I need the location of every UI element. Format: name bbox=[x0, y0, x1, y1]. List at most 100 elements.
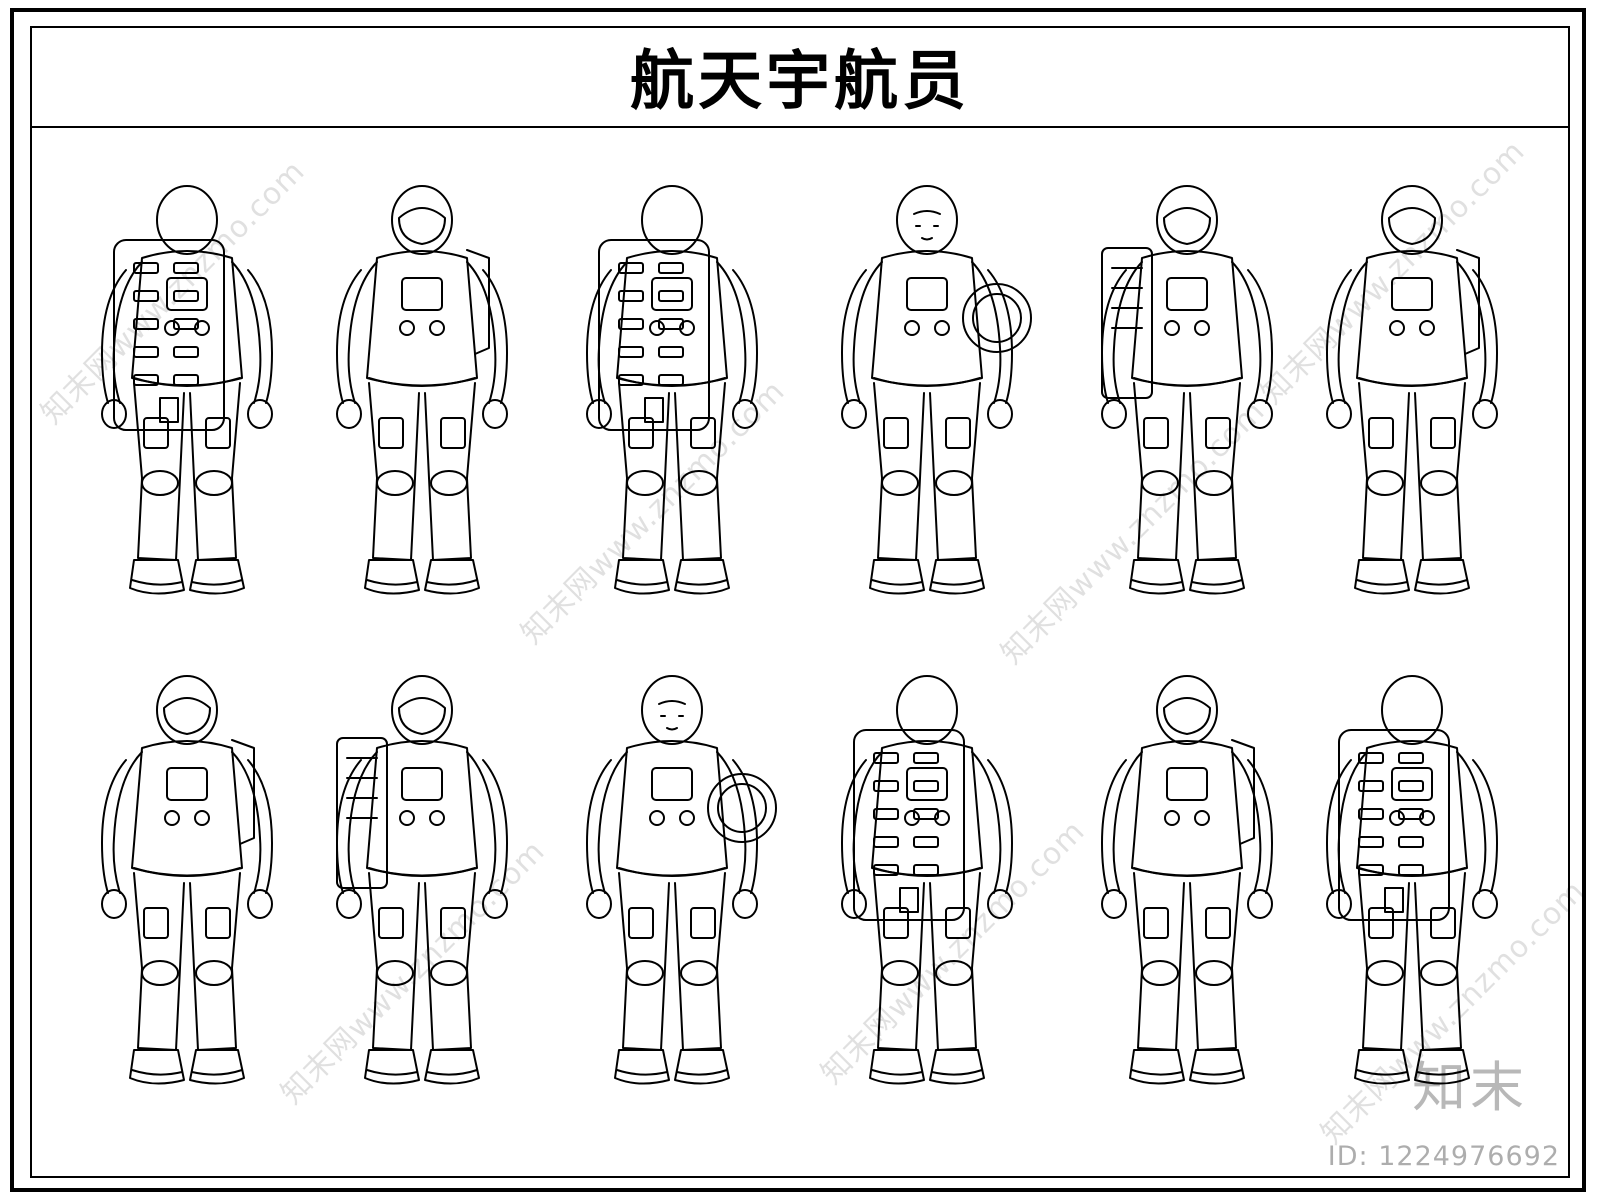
left-boot bbox=[1129, 1049, 1185, 1085]
thigh-pocket bbox=[1143, 907, 1169, 939]
left-arm-outline bbox=[586, 269, 612, 404]
backpack-label bbox=[1398, 752, 1424, 764]
left-arm bbox=[1337, 751, 1368, 894]
left-glove bbox=[101, 889, 127, 919]
right-arm bbox=[1456, 751, 1487, 894]
face bbox=[913, 210, 941, 241]
suit-connector bbox=[1164, 320, 1180, 336]
thigh-pocket bbox=[440, 417, 466, 449]
drawing-sheet: 知末网www.znzmo.com 知末网www.znzmo.com 知末网www… bbox=[32, 128, 1592, 1176]
thigh-pocket bbox=[143, 417, 169, 449]
boot-sole-line bbox=[131, 1069, 243, 1076]
right-arm bbox=[971, 261, 1002, 404]
right-knee bbox=[935, 960, 973, 986]
left-knee bbox=[626, 960, 664, 986]
chest-panel bbox=[906, 767, 948, 801]
right-knee bbox=[195, 470, 233, 496]
astronaut-figure bbox=[72, 668, 302, 1098]
right-arm bbox=[231, 751, 262, 894]
right-boot bbox=[1189, 1049, 1245, 1085]
right-knee bbox=[1195, 960, 1233, 986]
thigh-pocket bbox=[690, 417, 716, 449]
suit-connector bbox=[649, 810, 665, 826]
astronaut-figure bbox=[1297, 668, 1527, 1098]
right-arm bbox=[716, 751, 747, 894]
belt bbox=[873, 867, 981, 877]
backpack-label bbox=[1358, 864, 1384, 876]
thigh-pocket bbox=[378, 417, 404, 449]
astronaut-body bbox=[101, 185, 273, 595]
thigh-pocket bbox=[440, 907, 466, 939]
backpack-label bbox=[618, 346, 644, 358]
left-arm-outline bbox=[841, 759, 867, 894]
thigh-pocket bbox=[378, 907, 404, 939]
left-boot bbox=[129, 559, 185, 595]
belt bbox=[1133, 867, 1241, 877]
suit-connector bbox=[1389, 320, 1405, 336]
right-arm-outline bbox=[247, 269, 273, 404]
astronaut-body bbox=[1101, 675, 1273, 1085]
backpack-label bbox=[873, 752, 899, 764]
held-helmet-visor bbox=[972, 293, 1022, 343]
astronaut-body bbox=[1326, 675, 1498, 1085]
right-knee bbox=[680, 470, 718, 496]
right-glove bbox=[1472, 889, 1498, 919]
astronaut-body bbox=[101, 675, 273, 1085]
visor bbox=[398, 207, 446, 245]
right-knee bbox=[1420, 470, 1458, 496]
left-arm-outline bbox=[1326, 759, 1352, 894]
astronaut-body bbox=[336, 185, 508, 595]
left-arm bbox=[1337, 261, 1368, 404]
visor bbox=[1163, 207, 1211, 245]
thigh-pocket bbox=[1430, 417, 1456, 449]
torso bbox=[1131, 740, 1243, 877]
left-knee bbox=[141, 470, 179, 496]
backpack-label bbox=[173, 318, 199, 330]
thigh-pocket bbox=[945, 907, 971, 939]
left-arm-outline bbox=[1101, 269, 1127, 404]
astronaut-drawing bbox=[101, 185, 273, 595]
left-arm-outline bbox=[1101, 759, 1127, 894]
right-knee bbox=[430, 470, 468, 496]
torso bbox=[1131, 250, 1243, 387]
right-knee bbox=[1195, 470, 1233, 496]
belt bbox=[1133, 377, 1241, 387]
astronaut-drawing bbox=[1326, 675, 1498, 1085]
thigh-pocket bbox=[883, 417, 909, 449]
backpack-label bbox=[618, 262, 644, 274]
left-knee bbox=[1366, 960, 1404, 986]
left-boot bbox=[129, 1049, 185, 1085]
boot-sole-line bbox=[871, 579, 983, 586]
right-knee bbox=[935, 470, 973, 496]
thigh-pocket bbox=[945, 417, 971, 449]
right-arm-outline bbox=[1472, 269, 1498, 404]
helmet bbox=[896, 185, 958, 255]
torso bbox=[871, 250, 983, 387]
backpack-detail bbox=[1111, 267, 1143, 329]
suit-connector bbox=[399, 810, 415, 826]
right-knee bbox=[430, 960, 468, 986]
left-boot bbox=[869, 559, 925, 595]
right-arm bbox=[1231, 261, 1262, 404]
left-arm bbox=[597, 751, 628, 894]
astronaut-body bbox=[1326, 185, 1498, 595]
left-boot bbox=[364, 559, 420, 595]
astronaut-figure bbox=[1072, 178, 1302, 608]
backpack-label bbox=[873, 780, 899, 792]
right-boot bbox=[189, 559, 245, 595]
backpack-label bbox=[618, 318, 644, 330]
left-knee bbox=[376, 960, 414, 986]
right-boot bbox=[189, 1049, 245, 1085]
boot-sole-line bbox=[616, 579, 728, 586]
left-knee bbox=[1141, 470, 1179, 496]
left-knee bbox=[881, 470, 919, 496]
suit-connector bbox=[1194, 810, 1210, 826]
helmet bbox=[391, 185, 453, 255]
right-arm-outline bbox=[987, 269, 1013, 404]
belt bbox=[368, 867, 476, 877]
right-knee bbox=[195, 960, 233, 986]
right-boot bbox=[674, 1049, 730, 1085]
boot-sole-line bbox=[1356, 1069, 1468, 1076]
right-knee bbox=[1420, 960, 1458, 986]
left-arm-outline bbox=[101, 269, 127, 404]
